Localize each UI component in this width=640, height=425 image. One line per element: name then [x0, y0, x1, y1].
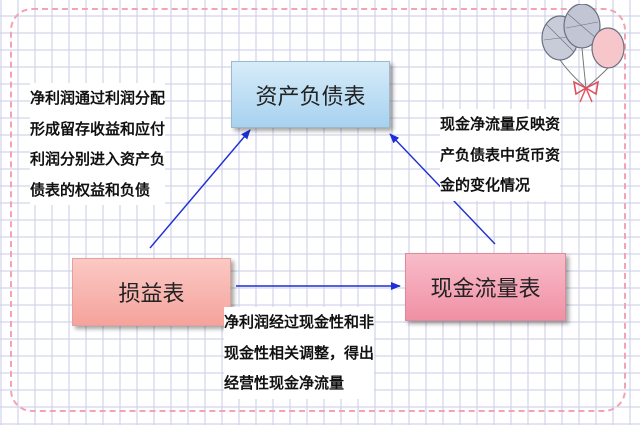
cash-flow-statement-label: 现金流量表 — [430, 271, 540, 303]
note-operating-cash-flow: 净利润经过现金性和非 现金性相关调整，得出 经营性现金净流量 — [224, 307, 374, 399]
note-line: 净利润通过利润分配 — [30, 83, 165, 114]
income-statement-label: 损益表 — [118, 276, 184, 308]
balance-sheet-label: 资产负债表 — [255, 79, 365, 111]
cash-flow-statement-node: 现金流量表 — [405, 253, 566, 321]
note-line: 现金净流量反映资 — [440, 109, 560, 140]
balance-sheet-node: 资产负债表 — [231, 61, 390, 128]
note-line: 债表的权益和负债 — [30, 175, 165, 206]
note-line: 金的变化情况 — [440, 170, 560, 201]
note-cash-change: 现金净流量反映资 产负债表中货币资 金的变化情况 — [440, 109, 560, 201]
note-line: 形成留存收益和应付 — [30, 114, 165, 145]
note-line: 现金性相关调整，得出 — [224, 338, 374, 369]
income-statement-node: 损益表 — [72, 258, 231, 326]
note-line: 经营性现金净流量 — [224, 368, 374, 399]
note-line: 净利润经过现金性和非 — [224, 307, 374, 338]
note-line: 利润分别进入资产负 — [30, 144, 165, 175]
note-retained-earnings: 净利润通过利润分配 形成留存收益和应付 利润分别进入资产负 债表的权益和负债 — [30, 83, 165, 205]
note-line: 产负债表中货币资 — [440, 140, 560, 171]
